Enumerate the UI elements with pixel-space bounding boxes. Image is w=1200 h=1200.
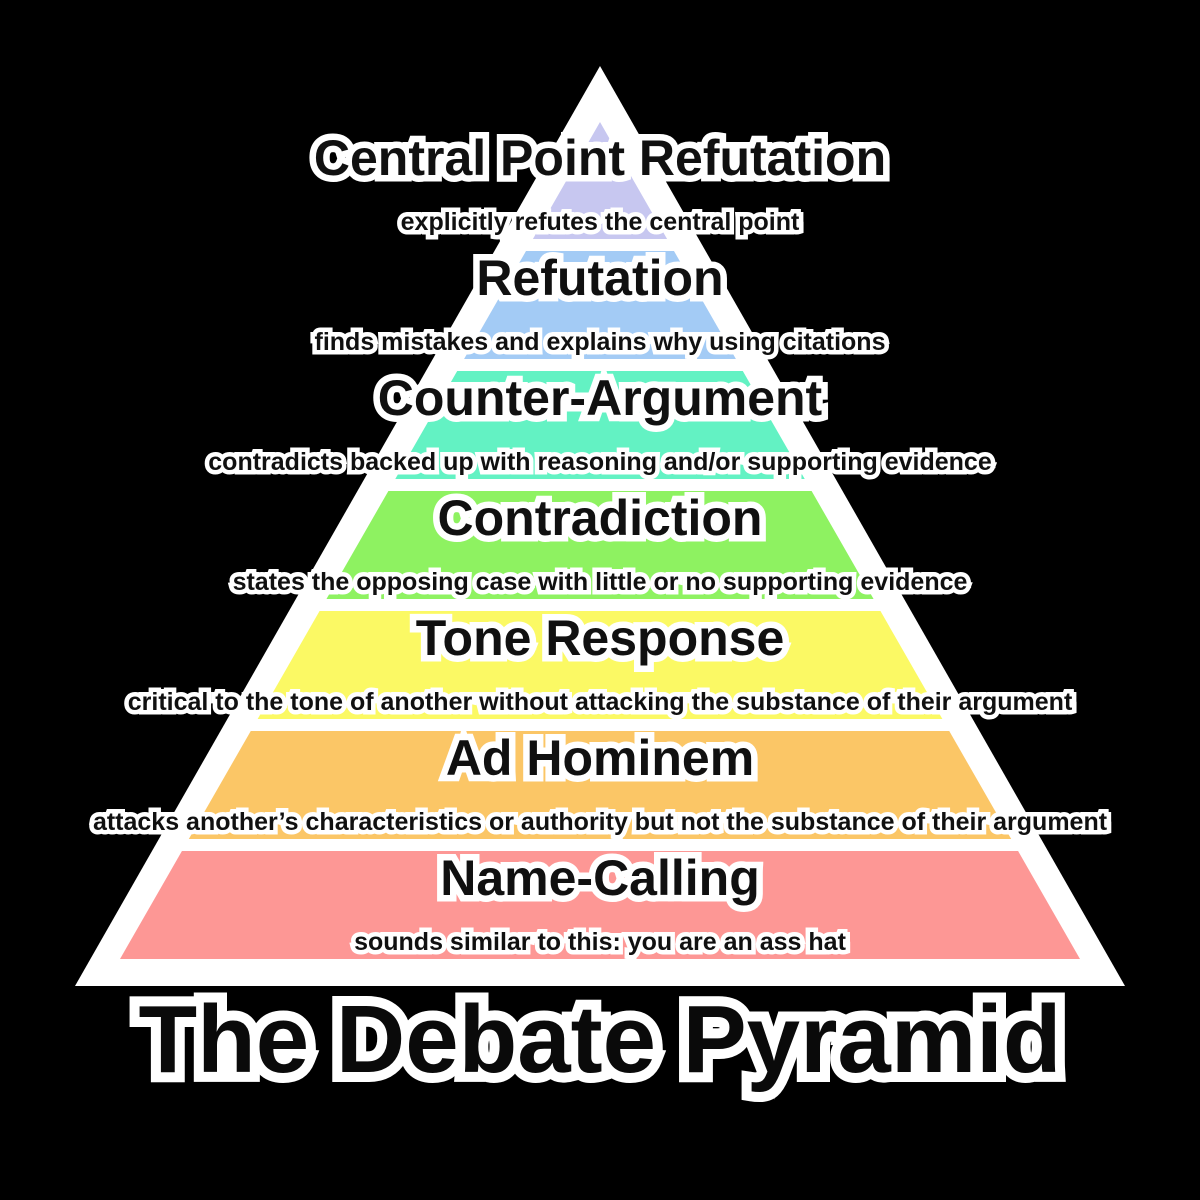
pyramid-bands (120, 122, 1080, 959)
pyramid-band-contradiction (120, 491, 1080, 599)
pyramid-band-name-calling (120, 851, 1080, 959)
pyramid-band-ad-hominem (120, 731, 1080, 839)
pyramid-band-refutation (120, 251, 1080, 359)
pyramid-band-counter-argument (120, 371, 1080, 479)
pyramid-band-central-point-refutation (120, 122, 1080, 239)
diagram-title: The Debate Pyramid (129, 982, 1072, 1098)
